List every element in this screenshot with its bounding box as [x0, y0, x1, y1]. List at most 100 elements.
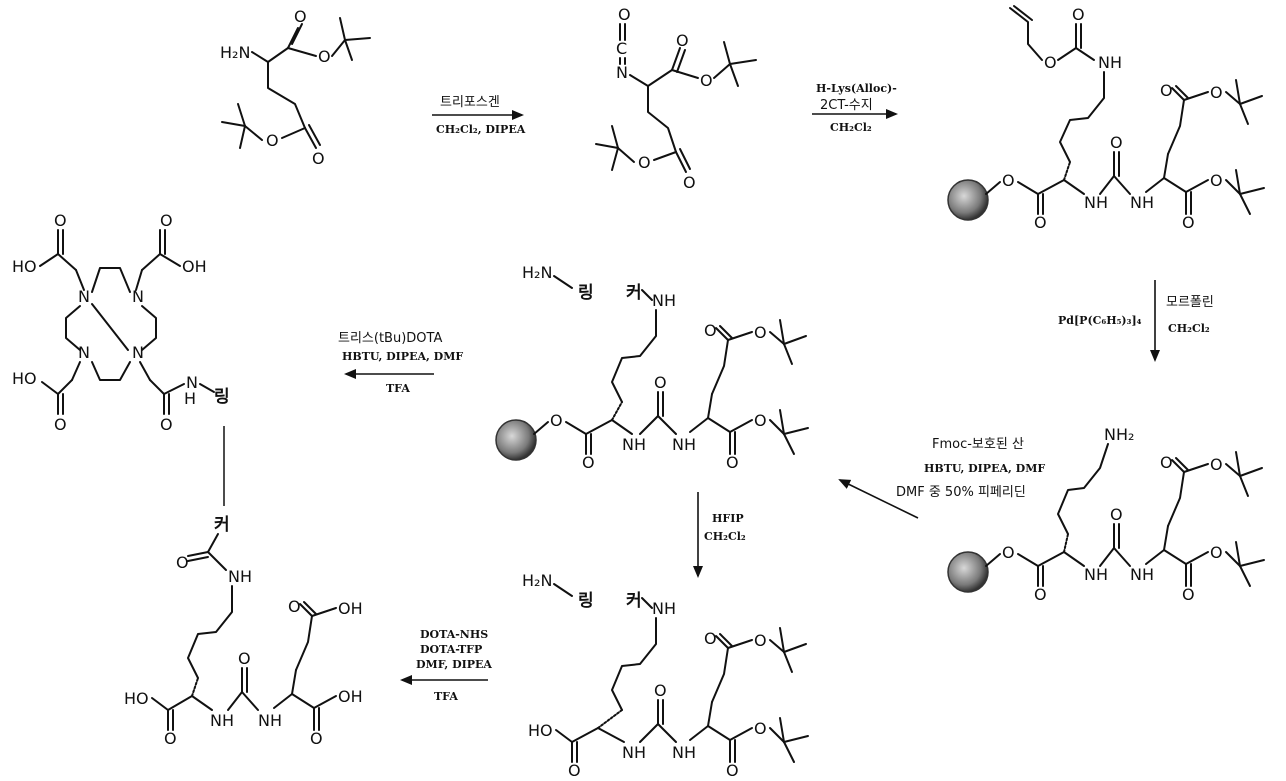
step-3-alloc-deprotection: Pd[P(C₆H₅)₃]₄ 모르폴린 CH₂Cl₂: [1058, 280, 1214, 360]
atom-o: O: [1072, 5, 1085, 24]
atom-n: N: [78, 287, 90, 306]
atom-nh: NH: [258, 711, 282, 730]
step-4-reagent: Fmoc-보호된 산: [932, 437, 1024, 452]
atom-nh: NH: [652, 291, 676, 310]
atom-o: O: [1110, 133, 1123, 152]
atom-nh: NH: [622, 435, 646, 454]
atom-o: O: [726, 761, 739, 780]
step-1-conditions: CH₂Cl₂, DIPEA: [436, 123, 526, 136]
step-7-cleavage: TFA: [434, 690, 458, 703]
atom-ho: HO: [12, 257, 37, 276]
atom-ho: HO: [528, 721, 553, 740]
atom-nh: NH: [672, 435, 696, 454]
linker-ring-label: 링: [578, 591, 594, 611]
atom-oh: OH: [338, 599, 363, 618]
atom-o: O: [1182, 585, 1195, 604]
compound-alloc-urea-resin: O O NH O O NH O NH O O: [948, 5, 1264, 232]
atom-nh: NH: [1130, 565, 1154, 584]
atom-o: O: [618, 5, 631, 24]
atom-o: O: [1002, 171, 1015, 190]
atom-o: O: [1210, 543, 1223, 562]
atom-o: O: [160, 211, 173, 230]
amine-label: H₂N: [220, 43, 250, 62]
atom-c: C: [616, 39, 627, 58]
atom-o: O: [683, 173, 696, 192]
atom-o: O: [754, 411, 767, 430]
atom-o: O: [654, 373, 667, 392]
atom-o: O: [318, 47, 331, 66]
step-6-solvent: CH₂Cl₂: [704, 530, 746, 543]
linker-keo-label: 커: [214, 515, 230, 535]
atom-nh: NH: [672, 743, 696, 762]
linker-ring-label: 링: [578, 283, 594, 303]
atom-o: O: [704, 629, 717, 648]
atom-o: O: [1034, 213, 1047, 232]
atom-nh: NH: [1098, 53, 1122, 72]
atom-o: O: [754, 631, 767, 650]
step-1-reagent: 트리포스겐: [440, 95, 500, 110]
compound-final-product: 커 O NH HO O NH O NH O OH O OH: [124, 515, 363, 748]
atom-o: O: [754, 323, 767, 342]
atom-o: O: [704, 321, 717, 340]
step-2-reagent: H-Lys(Alloc)-: [816, 82, 897, 95]
atom-o: O: [238, 649, 251, 668]
atom-o: O: [1160, 453, 1173, 472]
atom-nh: NH: [1084, 565, 1108, 584]
atom-o: O: [1044, 53, 1057, 72]
atom-o: O: [676, 31, 689, 50]
atom-o: O: [176, 553, 189, 572]
atom-nh: NH: [622, 743, 646, 762]
atom-o: O: [266, 131, 279, 150]
atom-nh: NH: [652, 599, 676, 618]
step-7-solvent: DMF, DIPEA: [416, 658, 492, 671]
atom-oh: OH: [182, 257, 207, 276]
atom-n: N: [616, 63, 628, 82]
step-3-catalyst: Pd[P(C₆H₅)₃]₄: [1058, 314, 1142, 327]
step-2-solvent: CH₂Cl₂: [830, 121, 872, 134]
atom-o: O: [1210, 171, 1223, 190]
atom-o: O: [310, 729, 323, 748]
atom-o: O: [754, 719, 767, 738]
atom-o: O: [726, 453, 739, 472]
atom-o: O: [1034, 585, 1047, 604]
atom-o: O: [568, 761, 581, 780]
step-5-dota-coupling: 트리스(tBu)DOTA HBTU, DIPEA, DMF TFA: [338, 331, 463, 395]
atom-o: O: [160, 415, 173, 434]
compound-isocyanate: O C N O O O O: [596, 5, 756, 192]
compound-glutamate-di-tbu: H₂N O O O O: [220, 7, 370, 168]
compound-linker-acid: H₂N 링 커 NH HO O NH O NH O O: [522, 571, 808, 780]
linker-keo-label: 커: [626, 283, 642, 303]
atom-h: H: [184, 389, 196, 408]
linker-keo-label: 커: [626, 591, 642, 611]
atom-nh: NH: [1130, 193, 1154, 212]
step-3-scavenger: 모르폴린: [1166, 295, 1214, 310]
atom-o: O: [312, 149, 325, 168]
atom-o: O: [294, 7, 307, 26]
step-7-nhs: DOTA-NHS: [420, 628, 488, 641]
step-7-dota-active-ester: DOTA-NHS DOTA-TFP DMF, DIPEA TFA: [402, 628, 492, 703]
step-5-reagent: 트리스(tBu)DOTA: [338, 331, 442, 346]
step-2-resin-loading: H-Lys(Alloc)- 2CT-수지 CH₂Cl₂: [812, 82, 897, 134]
atom-o: O: [700, 71, 713, 90]
atom-o: O: [288, 597, 301, 616]
step-6-resin-cleavage: HFIP CH₂Cl₂: [698, 492, 746, 576]
step-7-tfp: DOTA-TFP: [420, 643, 482, 656]
atom-o: O: [1210, 83, 1223, 102]
atom-ho: HO: [12, 369, 37, 388]
step-2-resin: 2CT-수지: [820, 98, 873, 113]
atom-o: O: [654, 681, 667, 700]
compound-dota-conjugate: HO O O OH N N N N O HO: [12, 211, 230, 506]
step-5-coupling: HBTU, DIPEA, DMF: [342, 350, 463, 363]
step-3-solvent: CH₂Cl₂: [1168, 322, 1210, 335]
atom-nh: NH: [1084, 193, 1108, 212]
compound-linker-resin: H₂N 링 커 NH O O NH O NH O O: [496, 263, 808, 472]
atom-o: O: [54, 415, 67, 434]
atom-nh: NH: [210, 711, 234, 730]
atom-o: O: [1160, 81, 1173, 100]
atom-o: O: [582, 453, 595, 472]
atom-nh: NH: [228, 567, 252, 586]
step-5-cleavage: TFA: [386, 382, 410, 395]
atom-ho: HO: [124, 689, 149, 708]
linker-amine: H₂N: [522, 263, 552, 282]
